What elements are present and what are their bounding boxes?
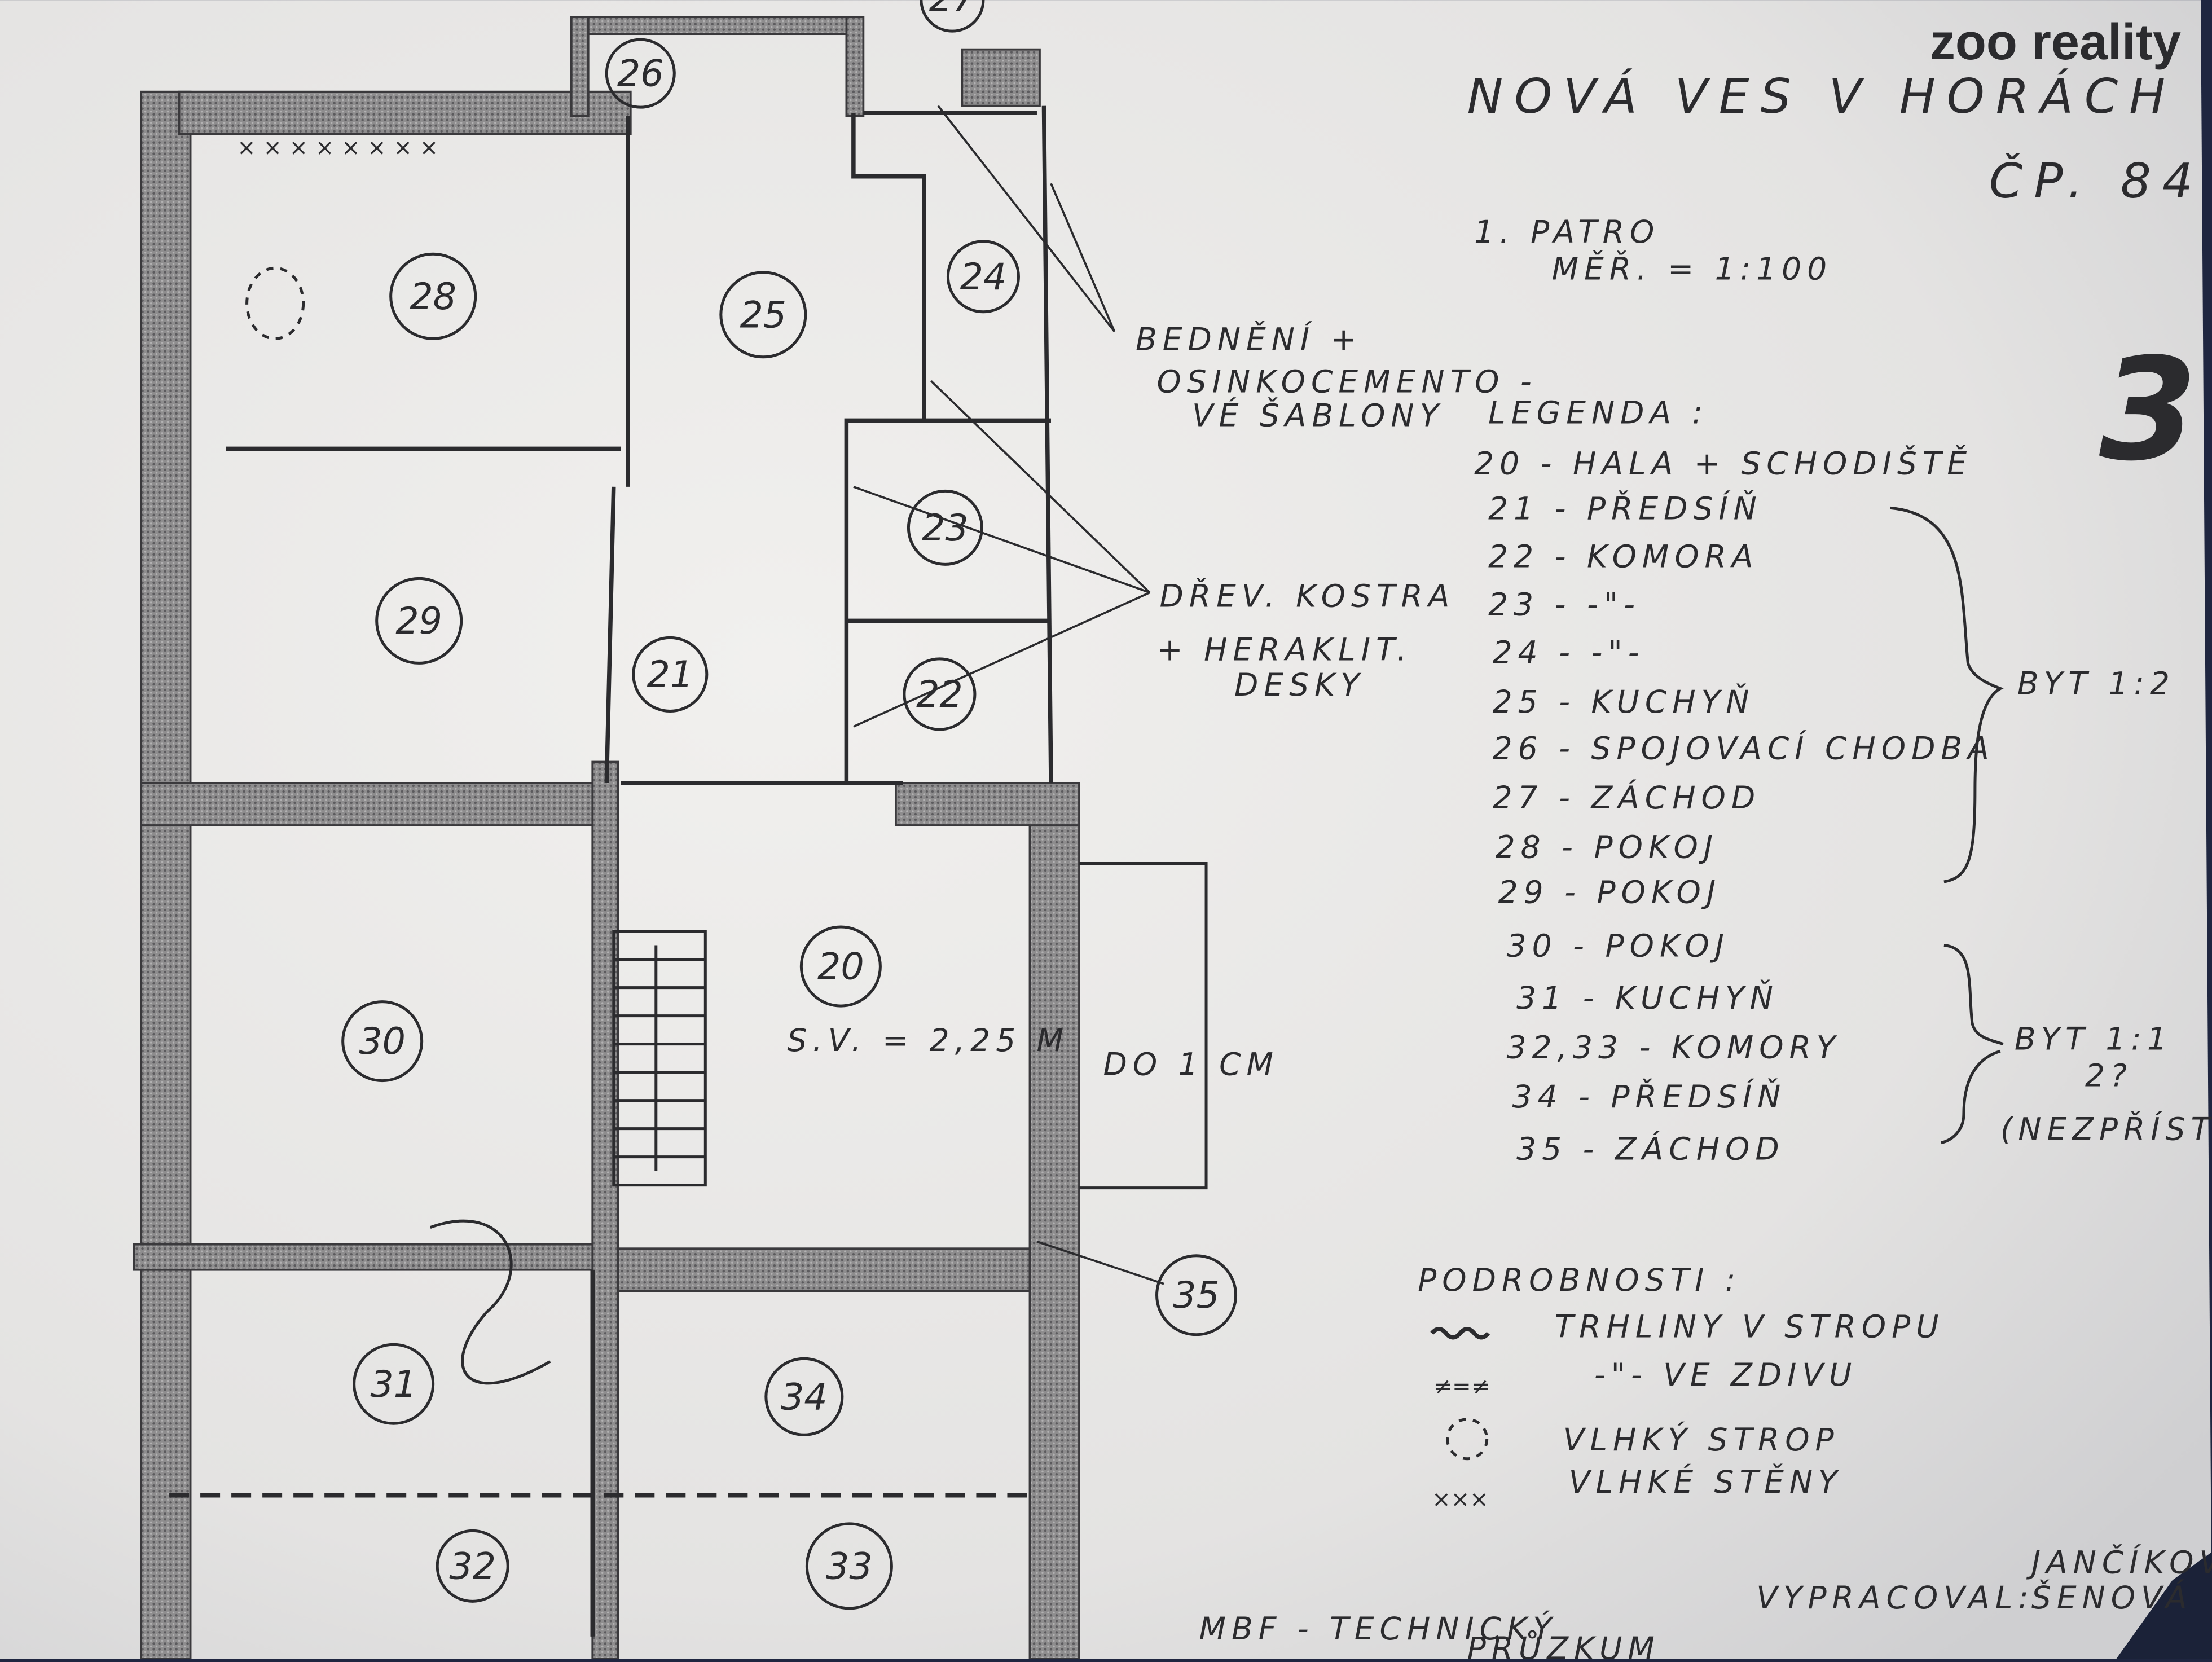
wall-crack-symbol: ≠=≠ — [1433, 1374, 1490, 1400]
room-28: 28 — [410, 276, 456, 318]
note-formwork-2: OSINKOCEMENTO - — [1157, 363, 1537, 399]
detail-label: VLHKÝ STROP — [1563, 1422, 1840, 1458]
balcony-outline — [1079, 862, 1208, 1190]
footer-author-2: ŠENOVÁ — [2031, 1580, 2193, 1616]
legend-item: 29 - POKOJ — [1498, 874, 1721, 911]
svg-text:× × × × × × × ×: × × × × × × × × — [237, 135, 438, 161]
room-25: 25 — [740, 294, 786, 336]
note-timber-2: + HERAKLIT. — [1157, 631, 1413, 667]
footer-org: MBF - TECHNICKÝ — [1199, 1611, 1558, 1647]
shadow — [2116, 1551, 2212, 1659]
legend-item: 27 - ZÁCHOD — [1493, 780, 1761, 816]
room-23: 23 — [922, 507, 969, 549]
room-26: 26 — [617, 53, 664, 95]
detail-label: VLHKÉ STĚNY — [1569, 1464, 1843, 1500]
legend-item: 35 - ZÁCHOD — [1516, 1131, 1785, 1167]
note-formwork-3: VÉ ŠABLONY — [1192, 397, 1444, 433]
legend-title: LEGENDA : — [1488, 394, 1708, 430]
legend-item: 30 - POKOJ — [1507, 928, 1730, 964]
legend-item: 26 - SPOJOVACÍ CHODBA — [1493, 730, 1995, 766]
title-house-number: ČP. 84 — [1989, 152, 2204, 209]
note-timber-3: DESKY — [1234, 667, 1365, 703]
legend-item: 23 - -"- — [1488, 586, 1641, 622]
legend-braces — [1890, 506, 2004, 1145]
note-formwork-1: BEDNĚNÍ + — [1136, 321, 1362, 357]
legend-item: 24 - -"- — [1493, 634, 1645, 670]
footer-org-2: PRŮZKUM — [1467, 1630, 1660, 1659]
sheet-number: 3 — [2099, 328, 2197, 492]
note-clear-height: S.V. = 2,25 M — [787, 1022, 1069, 1058]
room-30: 30 — [359, 1021, 406, 1063]
room-numbers: 20 21 22 23 24 25 26 27 28 29 30 31 32 3… — [359, 0, 1220, 1588]
crack-mark — [429, 1219, 551, 1385]
room-31: 31 — [370, 1364, 417, 1406]
room-35: 35 — [1173, 1274, 1220, 1317]
note-crack-width: DO 1 CM — [1103, 1047, 1278, 1083]
legend-item: 34 - PŘEDSÍŇ — [1512, 1078, 1787, 1115]
group-byt-note: (NEZPŘÍSTU — [2000, 1111, 2212, 1147]
room-27: 27 — [929, 0, 976, 20]
damp-wall-symbol: ××× — [1432, 1487, 1489, 1512]
legend-item: 20 - HALA + SCHODIŠTĚ — [1474, 445, 1972, 481]
group-byt-alt: 2? — [2085, 1058, 2132, 1094]
detail-label: TRHLINY V STROPU — [1555, 1309, 1945, 1345]
room-29: 29 — [395, 600, 442, 643]
zoo-reality-logo: zoo reality — [1930, 14, 2181, 71]
partitions — [169, 105, 1053, 1637]
footer-author-label: VYPRACOVAL: — [1756, 1580, 2034, 1616]
legend-item: 31 - KUCHYŇ — [1516, 980, 1779, 1016]
group-byt-1-1: BYT 1:1 — [2015, 1021, 2173, 1057]
room-32: 32 — [449, 1545, 496, 1588]
crack-symbol — [1430, 1327, 1490, 1340]
detail-label: -"- VE ZDIVU — [1594, 1357, 1857, 1393]
legend-item: 25 - KUCHYŇ — [1493, 684, 1755, 720]
legend-item: 21 - PŘEDSÍŇ — [1488, 490, 1762, 526]
legend-item: 22 - KOMORA — [1488, 538, 1758, 574]
damp-wall-marks: × × × × × × × × — [237, 135, 438, 161]
room-33: 33 — [826, 1545, 873, 1588]
legend-item: 28 - POKOJ — [1496, 829, 1718, 865]
group-byt-1-2: BYT 1:2 — [2017, 665, 2175, 701]
note-timber-1: DŘEV. KOSTRA — [1160, 577, 1455, 614]
leader-lines — [853, 105, 1164, 1285]
title-place: NOVÁ VES V HORÁCH — [1467, 68, 2177, 125]
footer-author-1: JANČÍKOVÁ — [2026, 1544, 2212, 1580]
room-34: 34 — [781, 1376, 828, 1418]
floor-name: 1. PATRO — [1474, 214, 1660, 250]
staircase — [612, 930, 707, 1187]
room-labels — [341, 0, 1238, 1610]
room-21: 21 — [647, 654, 693, 696]
room-20: 20 — [817, 946, 864, 988]
room-22: 22 — [916, 674, 963, 716]
details-title: PODROBNOSTI : — [1418, 1262, 1741, 1298]
room-24: 24 — [960, 256, 1007, 298]
damp-ceiling-mark — [245, 266, 305, 340]
floor-scale: MĚŘ. = 1:100 — [1552, 250, 1832, 287]
legend-items: 20 - HALA + SCHODIŠTĚ 21 - PŘEDSÍŇ 22 - … — [1474, 445, 1995, 1167]
legend-item: 32,33 - KOMORY — [1507, 1030, 1841, 1066]
